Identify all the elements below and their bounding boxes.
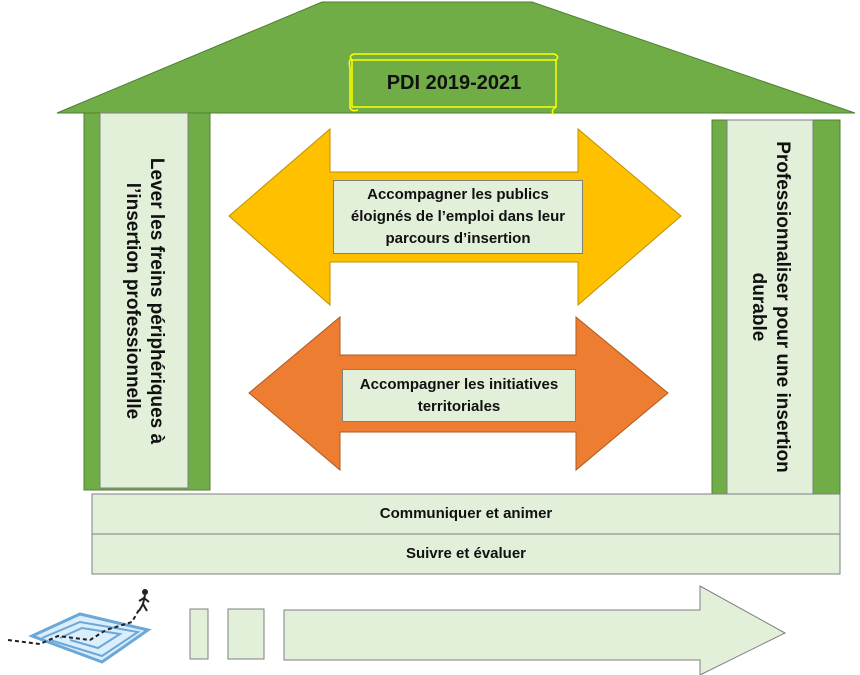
roof [56,1,856,114]
right-pillar [711,119,841,496]
page-title: PDI 2019-2021 [386,72,522,94]
progress-block-2 [227,608,265,660]
left-pillar [83,112,211,491]
yellow-arrow-label: Accompagner les publics éloignés de l’em… [333,180,583,254]
title-scroll [348,53,559,116]
foundation-row-communicate: Communiquer et animer [379,505,553,522]
maze-walker-icon [7,589,152,664]
progress-arrow-icon [283,585,787,675]
foundation-row-evaluate: Suivre et évaluer [405,545,527,562]
right-pillar-label: Professionnaliser pour une insertion dur… [748,141,793,473]
orange-arrow-label: Accompagner les initiatives territoriale… [342,369,576,422]
progress-block-1 [189,608,209,660]
left-pillar-label: Lever les freins périphériques à l’inser… [122,157,167,445]
